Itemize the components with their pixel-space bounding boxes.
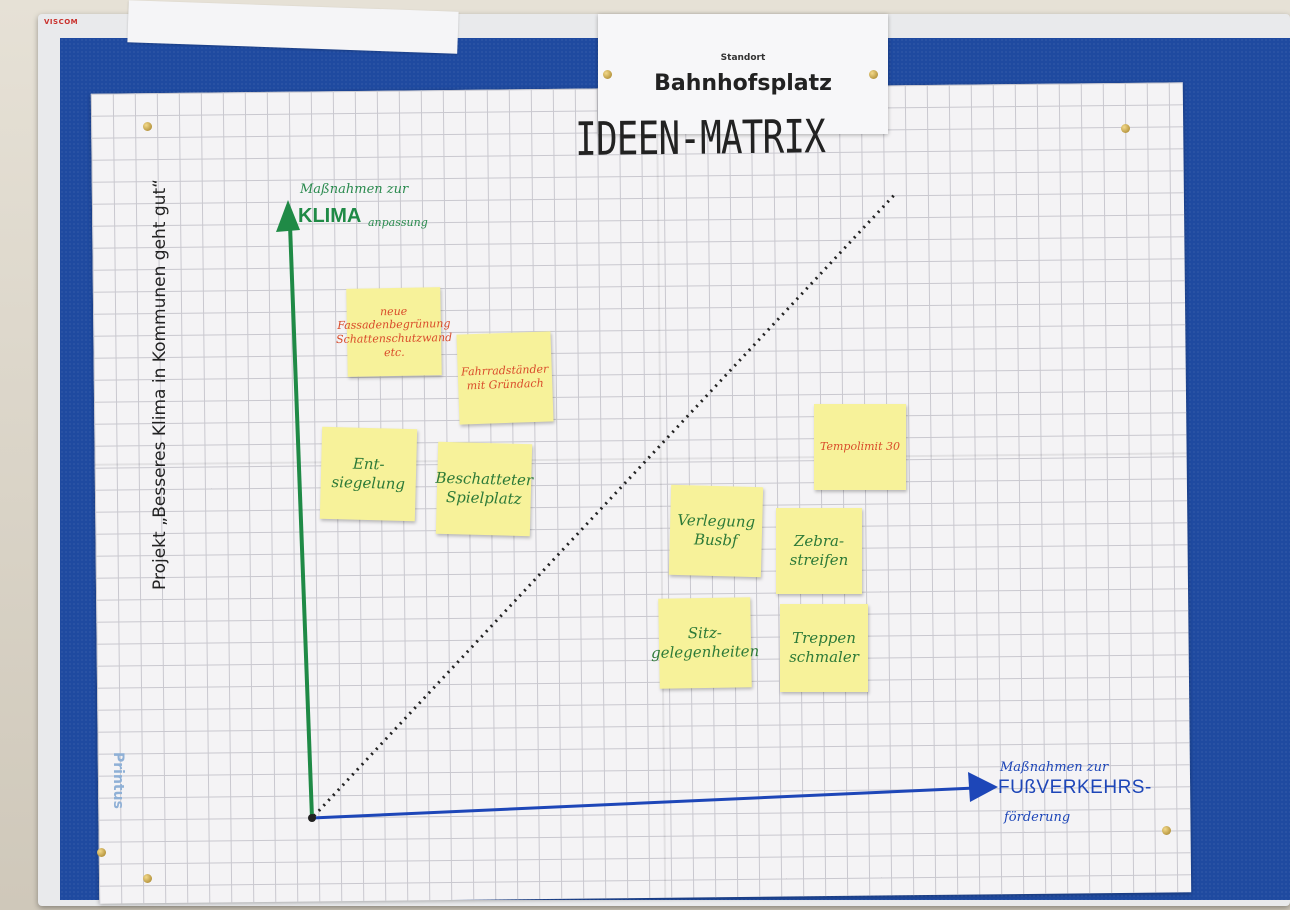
pin-icon	[143, 874, 152, 883]
sticky-note-text: Fahrradständer mit Gründach	[460, 362, 549, 393]
sticky-note-text: neue Fassadenbegrünung Schattenschutzwan…	[335, 304, 453, 359]
y-axis-suffix: anpassung	[368, 216, 428, 229]
sticky-note-text: Tempolimit 30	[820, 440, 900, 454]
location-card: Standort Bahnhofsplatz	[598, 14, 888, 134]
project-label: Projekt „Besseres Klima in Kommunen geht…	[150, 179, 170, 590]
sticky-note: Ent-siegelung	[319, 426, 418, 522]
x-axis-main-label: FUßVERKEHRS-	[998, 777, 1152, 798]
pin-icon	[143, 122, 152, 131]
sticky-note: Fahrradständer mit Gründach	[456, 331, 554, 425]
sticky-note: Beschatteter Spielplatz	[435, 441, 534, 537]
brand-label: VISCOM	[44, 18, 79, 26]
pin-icon	[1162, 826, 1171, 835]
location-label: Standort	[720, 52, 766, 63]
y-axis-prefix: Maßnahmen zur	[300, 182, 409, 197]
sticky-note-text: Zebra-streifen	[789, 532, 849, 569]
pin-icon	[1121, 124, 1130, 133]
pin-icon	[603, 70, 612, 79]
pin-icon	[97, 848, 106, 857]
matrix-title: IDEEN-MATRIX	[575, 109, 826, 166]
paper-fold-vertical	[655, 87, 667, 898]
x-axis-suffix: förderung	[1004, 810, 1071, 825]
location-name: Bahnhofsplatz	[654, 70, 832, 96]
sticky-note: neue Fassadenbegrünung Schattenschutzwan…	[336, 287, 452, 377]
paper-fold-horizontal	[94, 452, 1187, 466]
sticky-note: Treppen schmaler	[780, 604, 868, 692]
sticky-note: Sitz-gelegenheiten	[651, 597, 759, 689]
sticky-note: Zebra-streifen	[776, 508, 862, 594]
sticky-note-text: Treppen schmaler	[789, 629, 859, 666]
sticky-note-text: Beschatteter Spielplatz	[435, 468, 534, 508]
y-axis-main-label: KLIMA	[298, 205, 362, 227]
x-axis-prefix: Maßnahmen zur	[1000, 760, 1109, 775]
pin-icon	[869, 70, 878, 79]
sticky-note-text: Ent-siegelung	[331, 454, 406, 493]
sticky-note: Tempolimit 30	[814, 404, 906, 490]
sticky-note: Verlegung Busbf	[668, 484, 764, 578]
sticky-note-text: Verlegung Busbf	[677, 511, 756, 550]
printus-watermark: Printus	[110, 752, 126, 809]
sticky-note-text: Sitz-gelegenheiten	[650, 623, 760, 662]
